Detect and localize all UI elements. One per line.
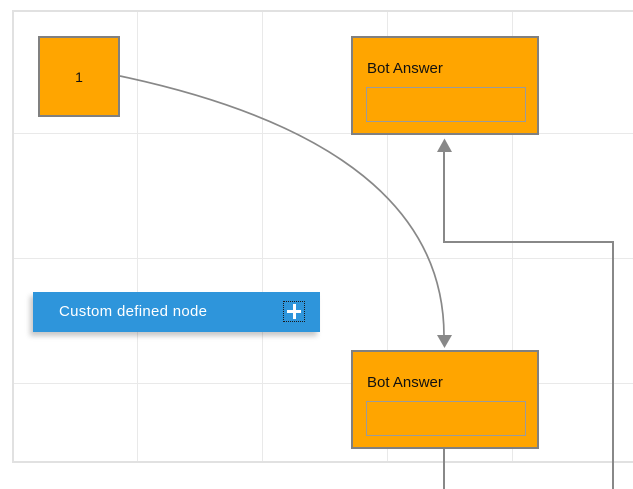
node-title: Bot Answer — [367, 60, 443, 77]
node-start[interactable]: 1 — [38, 36, 120, 117]
node-bot-answer-bottom[interactable]: Bot Answer — [351, 350, 539, 449]
bot-answer-input[interactable] — [366, 87, 526, 122]
bot-answer-input[interactable] — [366, 401, 526, 436]
plus-icon — [284, 302, 304, 321]
node-custom-defined[interactable]: Custom defined node — [33, 292, 320, 332]
node-title: Bot Answer — [367, 374, 443, 391]
node-custom-label: Custom defined node — [59, 303, 208, 320]
node-bot-answer-top[interactable]: Bot Answer — [351, 36, 539, 135]
add-node-button[interactable] — [283, 301, 305, 322]
node-start-label: 1 — [75, 68, 83, 85]
